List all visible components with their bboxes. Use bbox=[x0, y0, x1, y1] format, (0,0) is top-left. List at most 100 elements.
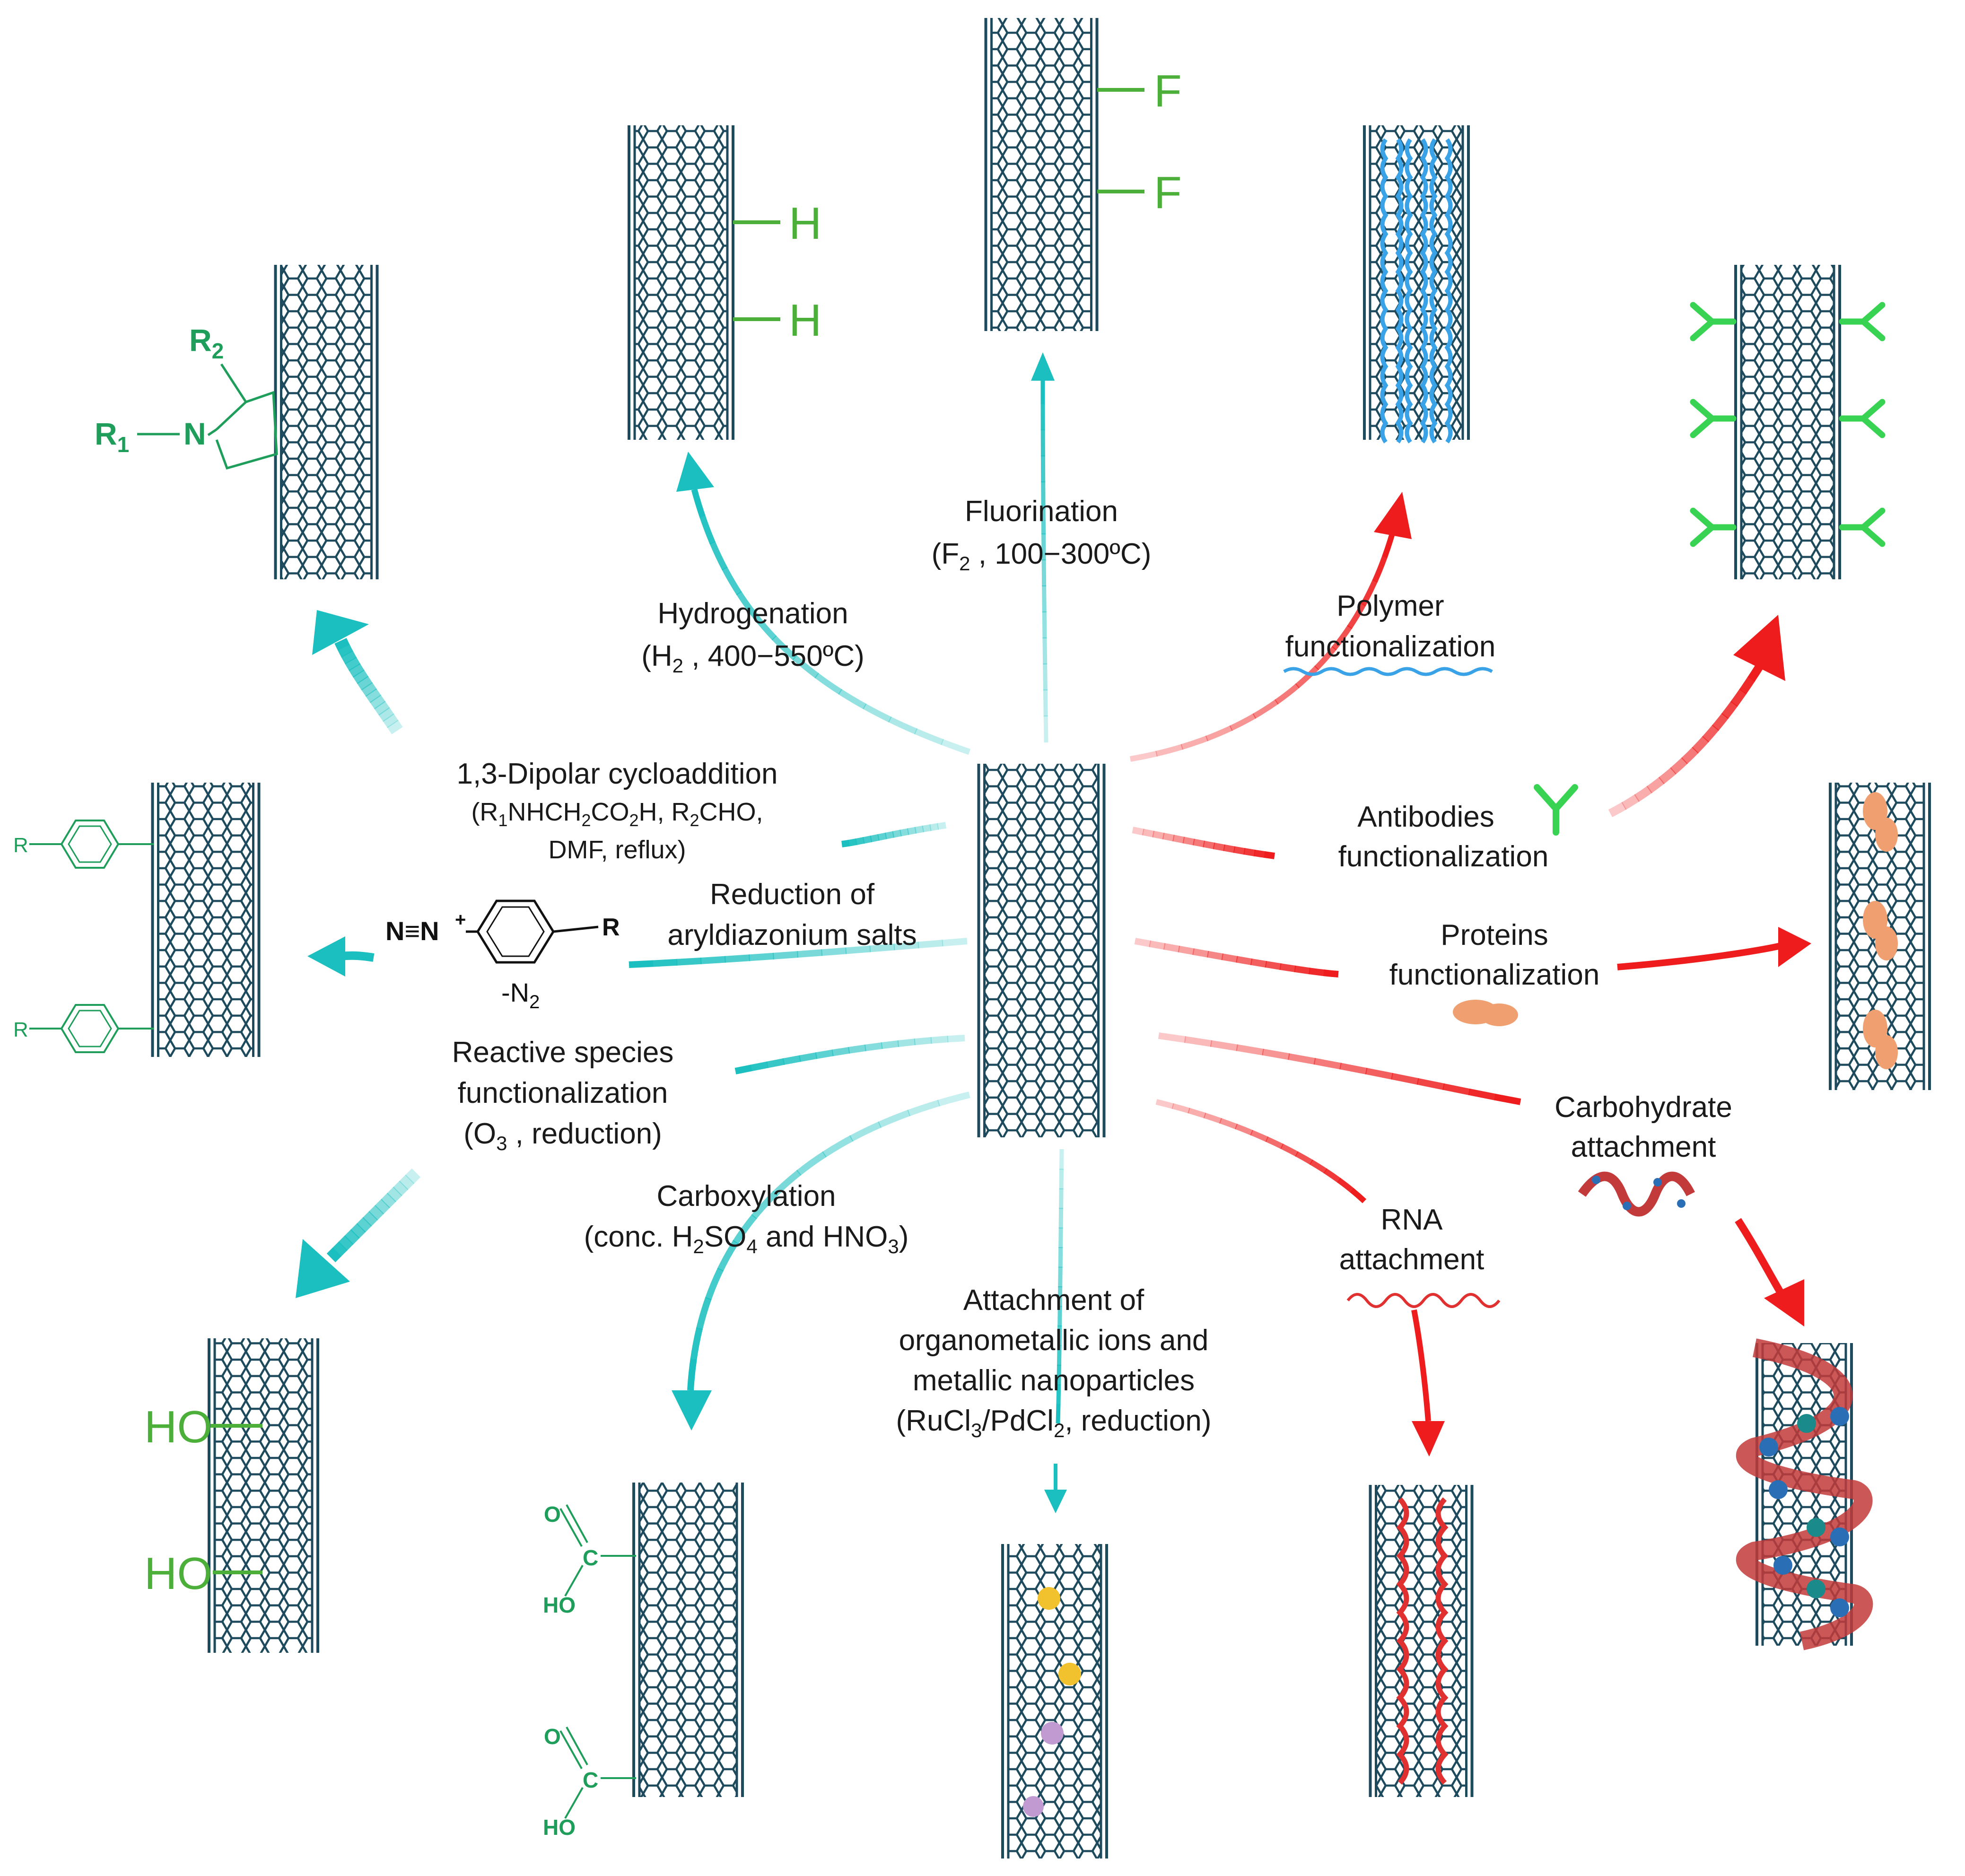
minus-n2-label: -N2 bbox=[501, 977, 540, 1012]
arrow-rna-stub-shaft-seg bbox=[1155, 1099, 1367, 1204]
arrow-antibody bbox=[1608, 615, 1785, 817]
carbohydrate-unit-2 bbox=[1830, 1407, 1849, 1426]
arrow-antibody-shaft-seg bbox=[1608, 664, 1763, 817]
nanotube-polymer bbox=[1363, 125, 1470, 440]
hydrogen-label-2: H bbox=[789, 295, 821, 346]
pyrrolidine-ring bbox=[207, 363, 278, 470]
arrow-antibody-shaft-seg bbox=[1608, 664, 1763, 817]
arrow-polymer-shaft-seg bbox=[1129, 531, 1396, 762]
carbohydrate-unit-3 bbox=[1769, 1480, 1788, 1499]
arrow-carboxyl-shaft-seg bbox=[687, 1091, 970, 1391]
arrow-polymer-shaft-seg bbox=[1129, 531, 1396, 762]
arrow-protein-stub-shaft-seg bbox=[1134, 938, 1339, 977]
nanotube-pyrrolidine bbox=[274, 265, 379, 579]
carboxyl-group-2-single bbox=[564, 1787, 584, 1819]
label-reactive: Reactive species bbox=[452, 1036, 674, 1069]
arrow-reactive-stub-shaft-seg bbox=[734, 1035, 965, 1074]
arrow-diazonium-stub-shaft-seg bbox=[629, 938, 968, 968]
arrow-rna-stub-shaft-seg bbox=[1155, 1099, 1367, 1204]
arrow-antibody-stub-shaft-seg bbox=[1132, 827, 1275, 859]
label-polymer: Polymer bbox=[1336, 590, 1444, 622]
arrow-hydrogenation bbox=[676, 452, 971, 755]
antibody-left-2-shape bbox=[1690, 507, 1737, 547]
arrow-group bbox=[296, 352, 1811, 1513]
carboxyl-c-label-2: C bbox=[583, 1768, 598, 1792]
label-organometallic-3: metallic nanoparticles bbox=[913, 1364, 1195, 1397]
polymer-chain bbox=[1405, 138, 1413, 444]
arrow-organometallic-stub bbox=[1056, 1149, 1064, 1424]
arrow-polymer bbox=[1129, 492, 1412, 762]
nanotube-fluorinated-lattice bbox=[992, 18, 1091, 331]
diazonium-label: N≡N bbox=[385, 916, 439, 946]
arrow-reactive-stub-shaft-seg bbox=[734, 1035, 965, 1074]
label-carboxylation-conditions: (conc. H2SO4 and HNO3) bbox=[584, 1221, 909, 1257]
label-organometallic-conditions: (RuCl3/PdCl2, reduction) bbox=[896, 1405, 1212, 1441]
nanotube-rna-lattice bbox=[1377, 1485, 1466, 1797]
arrow-diazonium-stub-shaft-seg bbox=[629, 938, 968, 968]
carbohydrate-icon-unit-0 bbox=[1592, 1176, 1600, 1184]
arrow-carbohydrate-head bbox=[1764, 1279, 1804, 1326]
aryl-r-label-1: R bbox=[13, 834, 28, 857]
arrow-antibody-shaft-seg bbox=[1608, 664, 1763, 817]
arrow-rna-stub-shaft-seg bbox=[1155, 1099, 1367, 1204]
nanotube-rna bbox=[1369, 1485, 1474, 1797]
polymer-chain bbox=[1420, 138, 1428, 444]
carbohydrate-helix-icon bbox=[1578, 1171, 1695, 1217]
arrow-carboxyl-head bbox=[672, 1390, 712, 1431]
arrow-antibody-shaft-seg bbox=[1608, 664, 1763, 817]
arrow-nanoparticle-head bbox=[1044, 1490, 1067, 1513]
arrow-dipolar-stub-shaft-seg bbox=[841, 822, 947, 847]
label-dipolar-solvent: DMF, reflux) bbox=[548, 836, 686, 864]
arrow-hydrogenation-shaft-seg bbox=[691, 489, 971, 755]
nanoparticle-violet-2 bbox=[1023, 1796, 1044, 1817]
antibody-left-2 bbox=[1690, 507, 1737, 547]
pyrrolidine-r1-label: R1 bbox=[95, 416, 129, 457]
label-reactive-conditions: (O3 , reduction) bbox=[463, 1117, 662, 1154]
arrow-antibody-shaft-seg bbox=[1608, 664, 1763, 817]
arrow-protein-head bbox=[1778, 927, 1811, 967]
arrow-carbohydrate-stub-shaft-seg bbox=[1158, 1032, 1521, 1105]
arrow-pyrrolidine-shaft-seg bbox=[334, 638, 403, 734]
diazonium-benzene-ring bbox=[476, 899, 555, 964]
arrow-antibody-shaft-seg bbox=[1608, 664, 1763, 817]
carboxyl-group-1-double-1 bbox=[559, 1508, 583, 1547]
arrow-antibody-shaft-seg bbox=[1608, 664, 1763, 817]
arrow-antibody-shaft-seg bbox=[1608, 664, 1763, 817]
arrow-protein-stub-shaft-seg bbox=[1134, 938, 1339, 977]
arrow-fluorination bbox=[1031, 352, 1055, 743]
nanoparticle-violet-1 bbox=[1041, 1722, 1064, 1745]
nanotube-carboxyl-lattice bbox=[640, 1483, 736, 1797]
arrow-pyrrolidine bbox=[312, 610, 403, 734]
polymer-chain bbox=[1380, 138, 1389, 444]
arrow-polymer-head bbox=[1374, 492, 1412, 539]
aryl-group-2-ring bbox=[60, 1004, 120, 1053]
nanotube-hydrogenated-lattice bbox=[636, 125, 726, 440]
arrow-rna-stub-shaft-seg bbox=[1155, 1099, 1367, 1204]
arrow-rna-stub-shaft-seg bbox=[1155, 1099, 1367, 1204]
arrow-rna-stub-shaft-seg bbox=[1155, 1099, 1367, 1204]
polymer-chain bbox=[1395, 138, 1404, 444]
nanotube-hydroxyl-lattice bbox=[216, 1338, 311, 1653]
label-hydrogenation-conditions: (H2 , 400−550ºC) bbox=[641, 640, 865, 677]
arrow-polymer-shaft-seg bbox=[1129, 531, 1396, 762]
decoration-group bbox=[29, 88, 1898, 1819]
carboxyl-group-2 bbox=[559, 1727, 636, 1819]
carboxyl-group-1-single bbox=[564, 1565, 584, 1597]
carboxyl-oh-label-2: HO bbox=[543, 1815, 576, 1840]
arrow-antibody-shaft-seg bbox=[1608, 664, 1763, 817]
nanotube-hydrogenated bbox=[628, 125, 734, 440]
carboxyl-o-label-2: O bbox=[544, 1724, 561, 1749]
arrow-hydroxyl-head bbox=[296, 1239, 350, 1298]
aryl-group-1-ring-inner bbox=[68, 825, 112, 863]
arrow-pyrrolidine-shaft-seg bbox=[334, 638, 403, 734]
arrow-hydroxyl-shaft-seg bbox=[326, 1168, 421, 1263]
rna-squiggle bbox=[1346, 1293, 1501, 1308]
arrow-pyrrolidine-head bbox=[312, 610, 369, 655]
label-reactive-2: functionalization bbox=[458, 1077, 668, 1109]
diazonium-r-label: R bbox=[602, 914, 620, 941]
arrow-rna bbox=[1411, 1309, 1445, 1457]
carbohydrate-unit-1 bbox=[1797, 1414, 1816, 1433]
label-rna-2: attachment bbox=[1339, 1243, 1485, 1276]
polymer-chain bbox=[1444, 138, 1453, 444]
